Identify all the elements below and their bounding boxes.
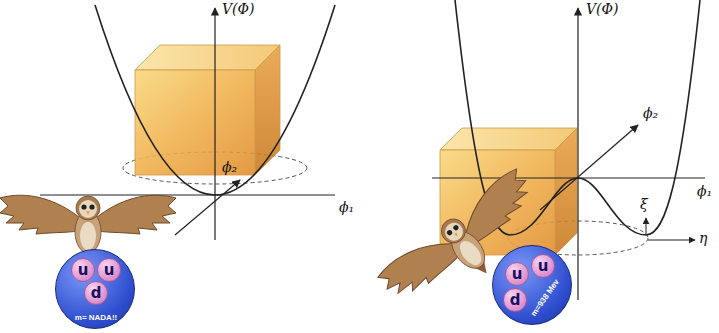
- axis-line: [214, 8, 215, 240]
- axis-label: V(Φ): [586, 2, 619, 17]
- direction-arrow: [646, 218, 647, 235]
- axis-line: [175, 180, 240, 235]
- quark-label: u: [78, 263, 89, 278]
- axis-label: η: [699, 231, 707, 246]
- quark-label: d: [510, 293, 521, 308]
- quark-circle: u: [505, 262, 529, 286]
- proton-ball: uudm=938 Mev: [492, 245, 572, 325]
- direction-arrow: [648, 240, 695, 241]
- quark-label: d: [91, 286, 102, 301]
- axis-label: ϕ₁: [339, 200, 354, 215]
- mass-label: m= NADA!!: [75, 314, 117, 322]
- quark-label: u: [104, 263, 115, 278]
- axis-line: [432, 177, 705, 178]
- axis-label: ϕ₁: [697, 184, 712, 199]
- quark-circle: u: [531, 254, 555, 278]
- axis-label: ξ: [640, 197, 648, 212]
- axis-label: V(Φ): [222, 2, 255, 17]
- gold-cube: [135, 45, 280, 175]
- quark-circle: u: [71, 258, 95, 282]
- axis-label: ϕ₂: [222, 160, 237, 175]
- potential-curve: [95, 5, 335, 195]
- axis-line: [40, 194, 335, 195]
- quark-label: u: [538, 259, 549, 274]
- quark-circle: u: [97, 258, 121, 282]
- quark-circle: d: [84, 281, 108, 305]
- quark-circle: d: [503, 288, 527, 312]
- right-panel: [376, 0, 705, 328]
- axis-line: [540, 125, 638, 210]
- proton-ball: uud m= NADA!!: [55, 249, 135, 329]
- mass-label: m=938 Mev: [529, 278, 560, 318]
- axis-line: [577, 8, 578, 300]
- axis-label: ϕ₂: [643, 106, 658, 121]
- left-panel: [0, 5, 335, 262]
- quark-label: u: [512, 267, 523, 282]
